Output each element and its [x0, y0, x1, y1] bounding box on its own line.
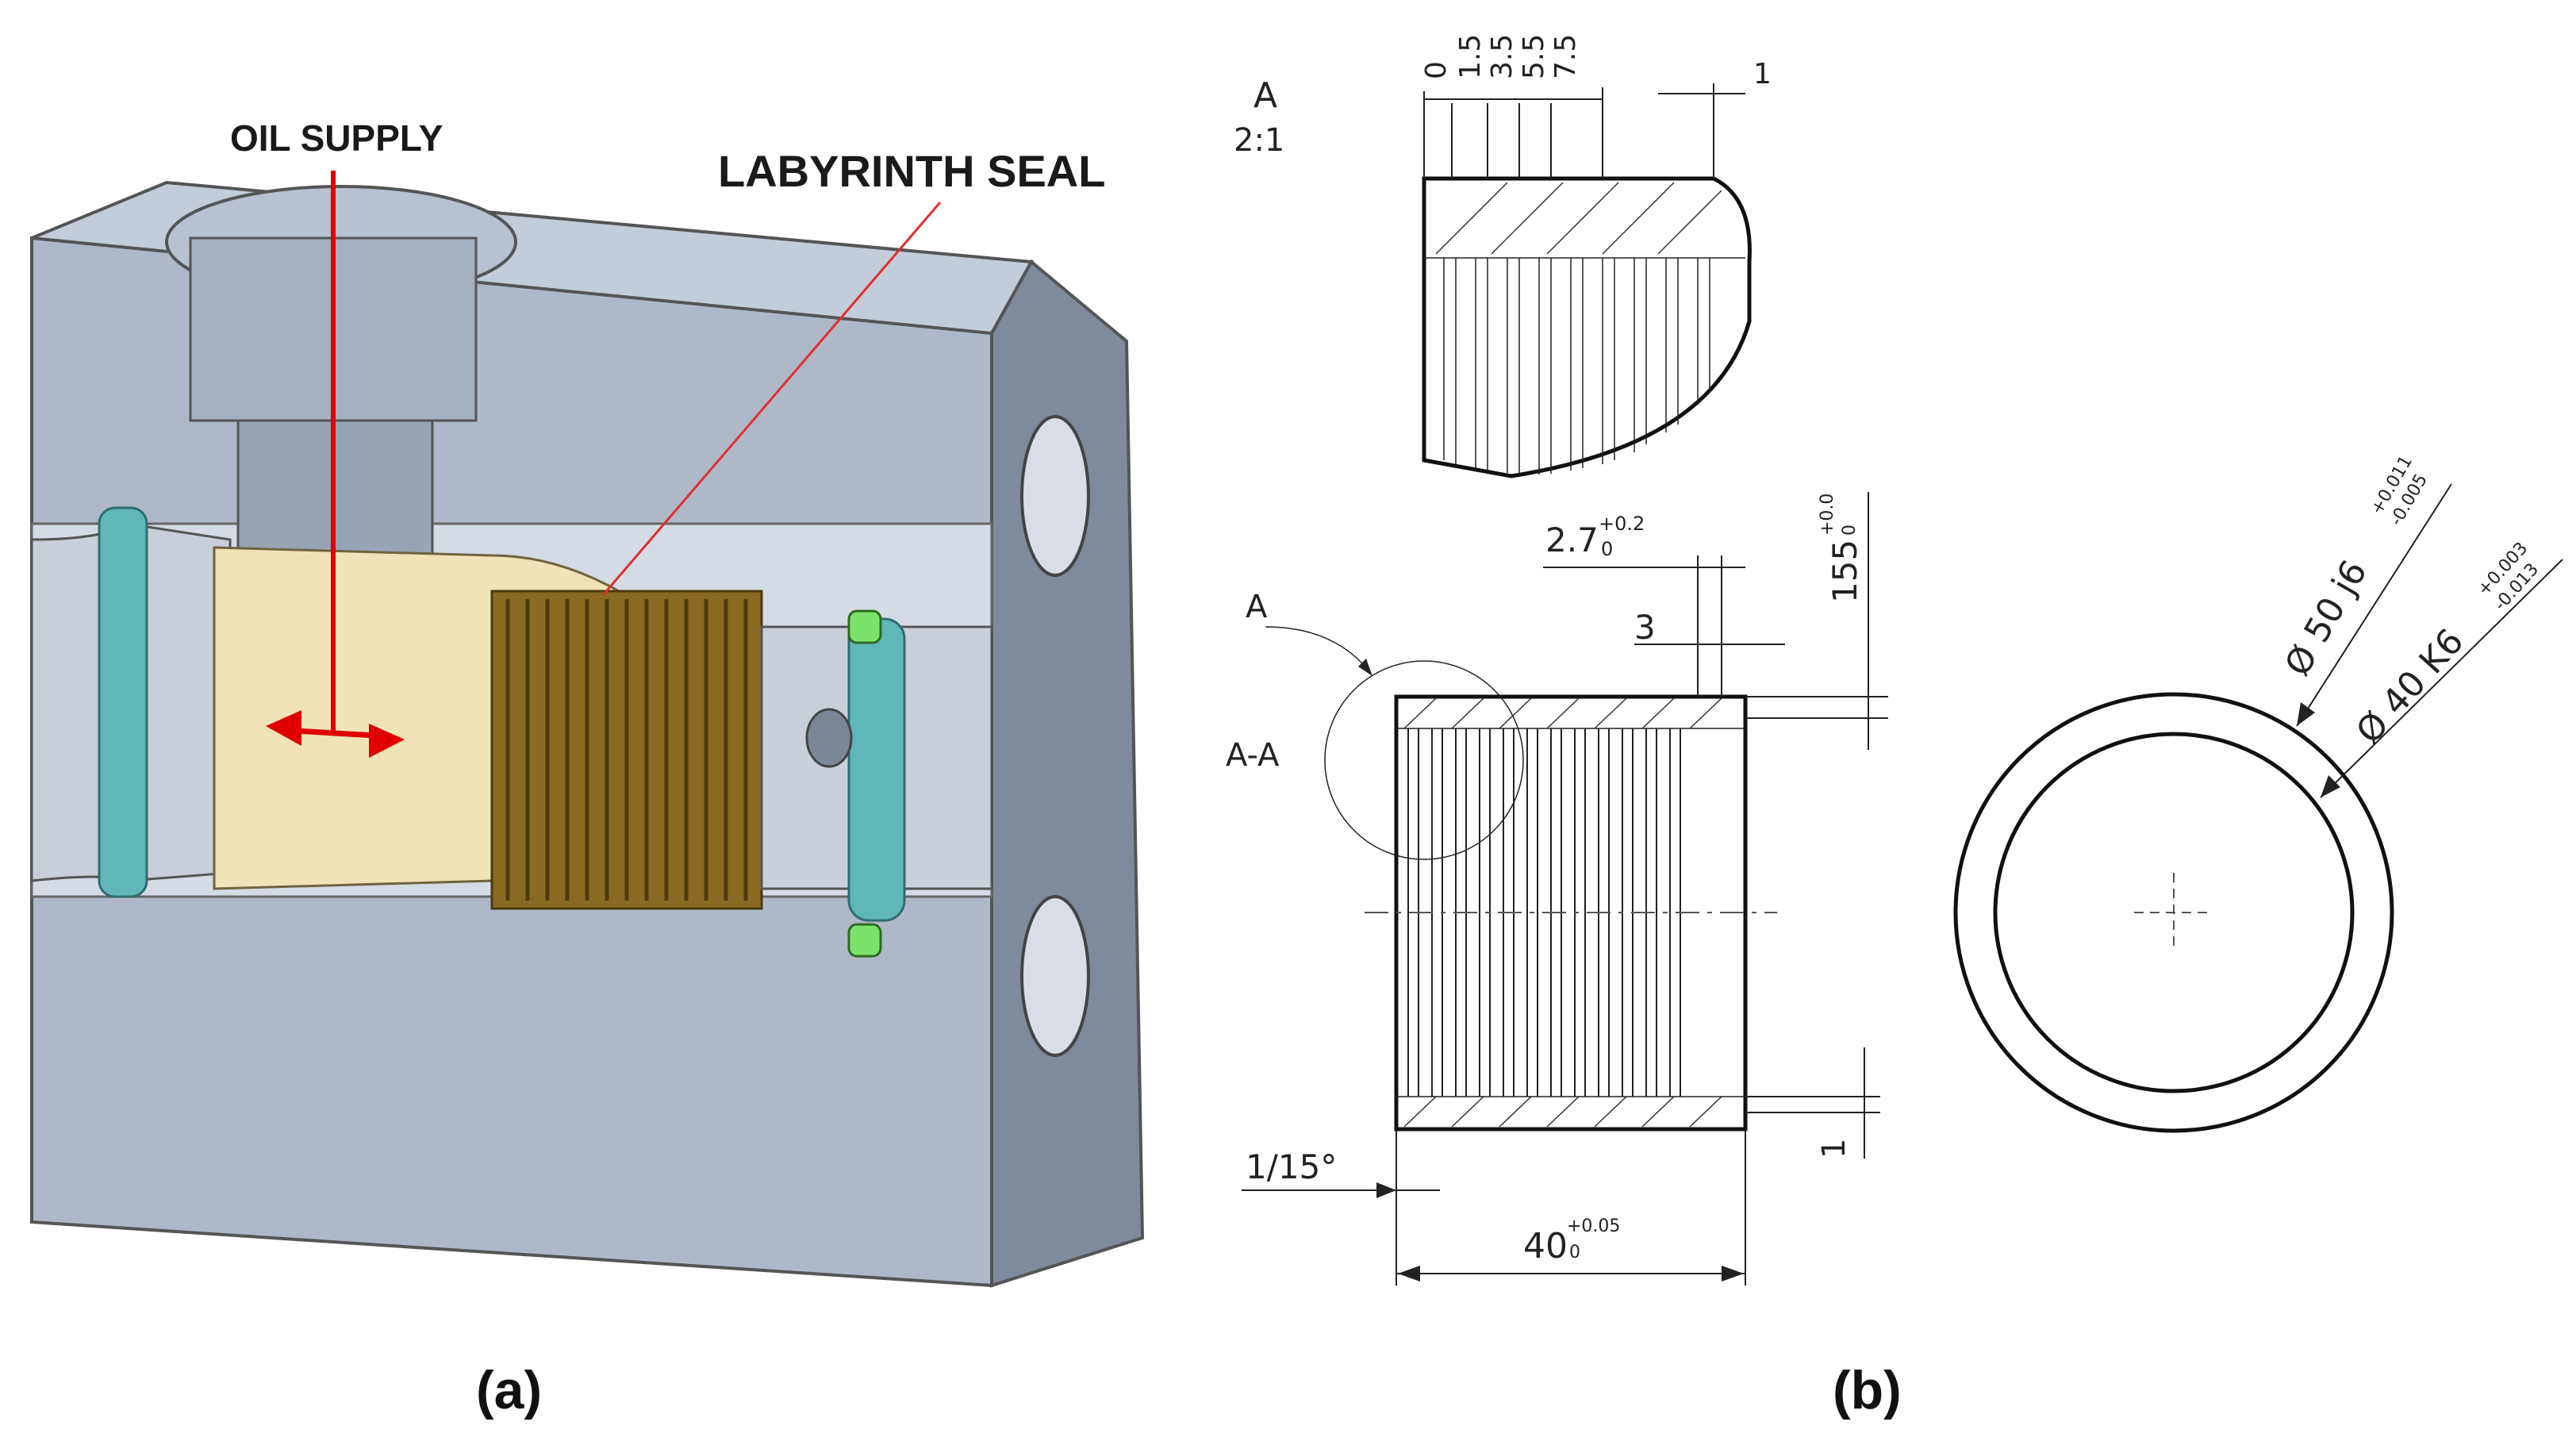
- section-aa-label: A-A: [1226, 737, 1280, 774]
- detail-a-pos-0: 0: [1420, 61, 1453, 79]
- length-tol-low: 0: [1569, 1243, 1580, 1262]
- housing-side-face: [990, 259, 1145, 1288]
- detail-a-teeth: [1443, 258, 1710, 475]
- inner-ring: [1993, 732, 2355, 1093]
- length-tol: +0.05: [1567, 1216, 1620, 1236]
- outer-ring: [1953, 692, 2394, 1133]
- oring-left: [98, 506, 148, 898]
- chamfer-value: 1/15°: [1246, 1147, 1337, 1186]
- panel-b-drawing: A 2:1: [1226, 34, 2563, 1420]
- inner-dia-leader: [2320, 559, 2563, 798]
- end-1-value: 1: [1816, 1139, 1852, 1159]
- groove-width-tol: +0.2: [1599, 513, 1645, 535]
- detail-a-hatch: [1435, 182, 1722, 255]
- detail-a-dim-chain: [1423, 83, 1745, 179]
- length-dim: [1395, 1129, 1746, 1285]
- groove-width-dims: [1543, 555, 1785, 697]
- detail-a-pos-1: 1.5: [1454, 34, 1487, 79]
- depth-dim: [1745, 492, 1888, 750]
- detail-ref-label: A: [1246, 589, 1268, 625]
- mounting-hole-lower: [1020, 895, 1090, 1057]
- section-aa-hatch-bottom: [1403, 1096, 1722, 1128]
- outer-dia-arrowhead: [2297, 702, 2315, 726]
- depth-value: 155: [1825, 540, 1864, 603]
- detail-a-outline: [1422, 176, 1752, 478]
- chamfer-arrowhead: [1376, 1182, 1396, 1198]
- outer-dia-leader: [2296, 483, 2452, 727]
- mounting-hole-upper: [1020, 415, 1090, 577]
- flow-arrow-head-left: [266, 710, 301, 746]
- end-1-dim: [1745, 1047, 1880, 1159]
- panel-a-label: (a): [476, 1360, 542, 1420]
- depth-tol-low: 0: [1840, 525, 1860, 536]
- panel-a-cutaway: OIL SUPPLY LABYRINTH SEAL (a): [30, 117, 1145, 1420]
- detail-a-scale: 2:1: [1234, 122, 1284, 159]
- oring-right: [847, 617, 906, 922]
- oil-supply-label: OIL SUPPLY: [230, 117, 443, 159]
- labyrinth-seal-label: LABYRINTH SEAL: [718, 146, 1105, 196]
- detail-a-title: A: [1253, 75, 1277, 116]
- detail-circle: [1324, 660, 1524, 860]
- detail-a-end-dim: 1: [1753, 58, 1772, 90]
- cross-hole: [805, 708, 853, 768]
- labyrinth-grooves: [505, 599, 748, 901]
- detail-a-pos-2: 3.5: [1486, 34, 1518, 79]
- section-aa-hatch-top: [1403, 697, 1722, 729]
- green-seal-upper: [847, 609, 882, 644]
- detail-ref-arrowhead: [1358, 659, 1372, 676]
- outer-dia-label: Ø 50 j6: [2277, 553, 2375, 682]
- panel-b-label: (b): [1833, 1360, 1902, 1420]
- groove-3-value: 3: [1634, 608, 1656, 647]
- detail-a-view: A 2:1: [1234, 34, 1772, 478]
- detail-ref-leader: [1265, 626, 1369, 671]
- end-view-center-mark: [2134, 873, 2213, 952]
- section-aa-view: A A-A: [1226, 492, 1888, 1285]
- labyrinth-seal-leader: [601, 202, 942, 596]
- inner-dia-arrowhead: [2321, 775, 2340, 797]
- length-arrow-left: [1398, 1266, 1420, 1282]
- length-arrow-right: [1722, 1266, 1744, 1282]
- length-value: 40: [1523, 1226, 1568, 1266]
- detail-a-pos-3: 5.5: [1518, 34, 1550, 79]
- end-view: Ø 50 j6 +0.011 -0.005 Ø 40 K6 +0.003 -0.…: [1953, 452, 2563, 1133]
- inner-dia-label: Ø 40 K6: [2348, 621, 2471, 752]
- green-seal-lower: [847, 923, 882, 958]
- groove-width-tol-low: 0: [1601, 538, 1613, 560]
- detail-a-pos-4: 7.5: [1549, 34, 1582, 79]
- flow-arrow-head-right: [369, 724, 405, 758]
- groove-width-value: 2.7: [1545, 521, 1599, 559]
- depth-tol: +0.0: [1818, 494, 1837, 536]
